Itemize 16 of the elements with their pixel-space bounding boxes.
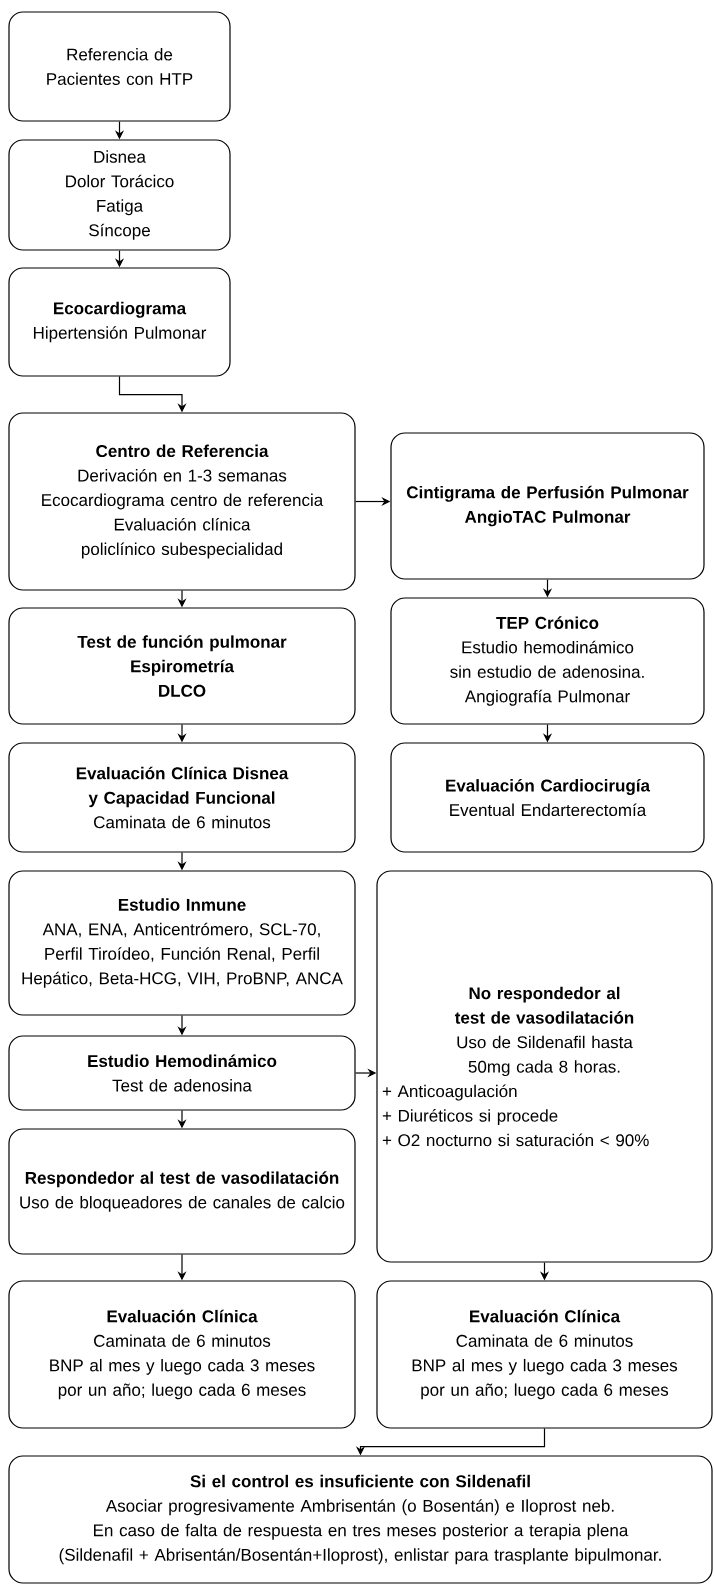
process-box: Si el control es insuficiente con Sildenafil Asociar progresivamente Ambrisentán (o Bosentán) e Iloprost neb. En caso de falta de respuesta en tres meses posterior a terapia plena (Sildenafil + Abrisentán/Bosentán+Iloprost), enlistar para trasplante bipulmonar. <box>8 1455 713 1584</box>
process-box: Estudio Inmune ANA, ENA, Anticentrómero, SCL-70, Perfil Tiroídeo, Función Renal, Perfil Hepático, Beta-HCG, VIH, ProBNP, ANCA <box>8 870 356 1016</box>
process-box: Evaluación Clínica Caminata de 6 minutos BNP al mes y luego cada 3 meses por un año; luego cada 6 meses <box>8 1280 356 1429</box>
process-box: Estudio Hemodinámico Test de adenosina <box>8 1035 356 1111</box>
process-box: Centro de Referencia Derivación en 1-3 semanas Ecocardiograma centro de referencia Evaluación clínica policlínico subespecialidad <box>8 412 356 591</box>
process-box: Respondedor al test de vasodilatación Uso de bloqueadores de canales de calcio <box>8 1128 356 1255</box>
process-box: Evaluación Clínica Disnea y Capacidad Funcional Caminata de 6 minutos <box>8 742 356 853</box>
process-box: Ecocardiograma Hipertensión Pulmonar <box>8 267 231 377</box>
process-box: Evaluación Cardiocirugía Eventual Endarterectomía <box>390 742 705 853</box>
process-box: Evaluación Clínica Caminata de 6 minutos BNP al mes y luego cada 3 meses por un año; luego cada 6 meses <box>376 1280 713 1429</box>
process-box: Test de función pulmonar Espirometría DLCO <box>8 607 356 725</box>
process-box: No respondedor al test de vasodilatación Uso de Sildenafil hasta 50mg cada 8 horas. + Anticoagulación + Diuréticos si procede + O2 nocturno si saturación < 90% <box>376 870 713 1263</box>
process-box: Cintigrama de Perfusión Pulmonar AngioTAC Pulmonar <box>390 432 705 580</box>
process-box: Disnea Dolor Torácico Fatiga Síncope <box>8 139 231 251</box>
process-box: TEP Crónico Estudio hemodinámico sin estudio de adenosina. Angiografía Pulmonar <box>390 597 705 725</box>
process-box: Referencia de Pacientes con HTP <box>8 11 231 122</box>
